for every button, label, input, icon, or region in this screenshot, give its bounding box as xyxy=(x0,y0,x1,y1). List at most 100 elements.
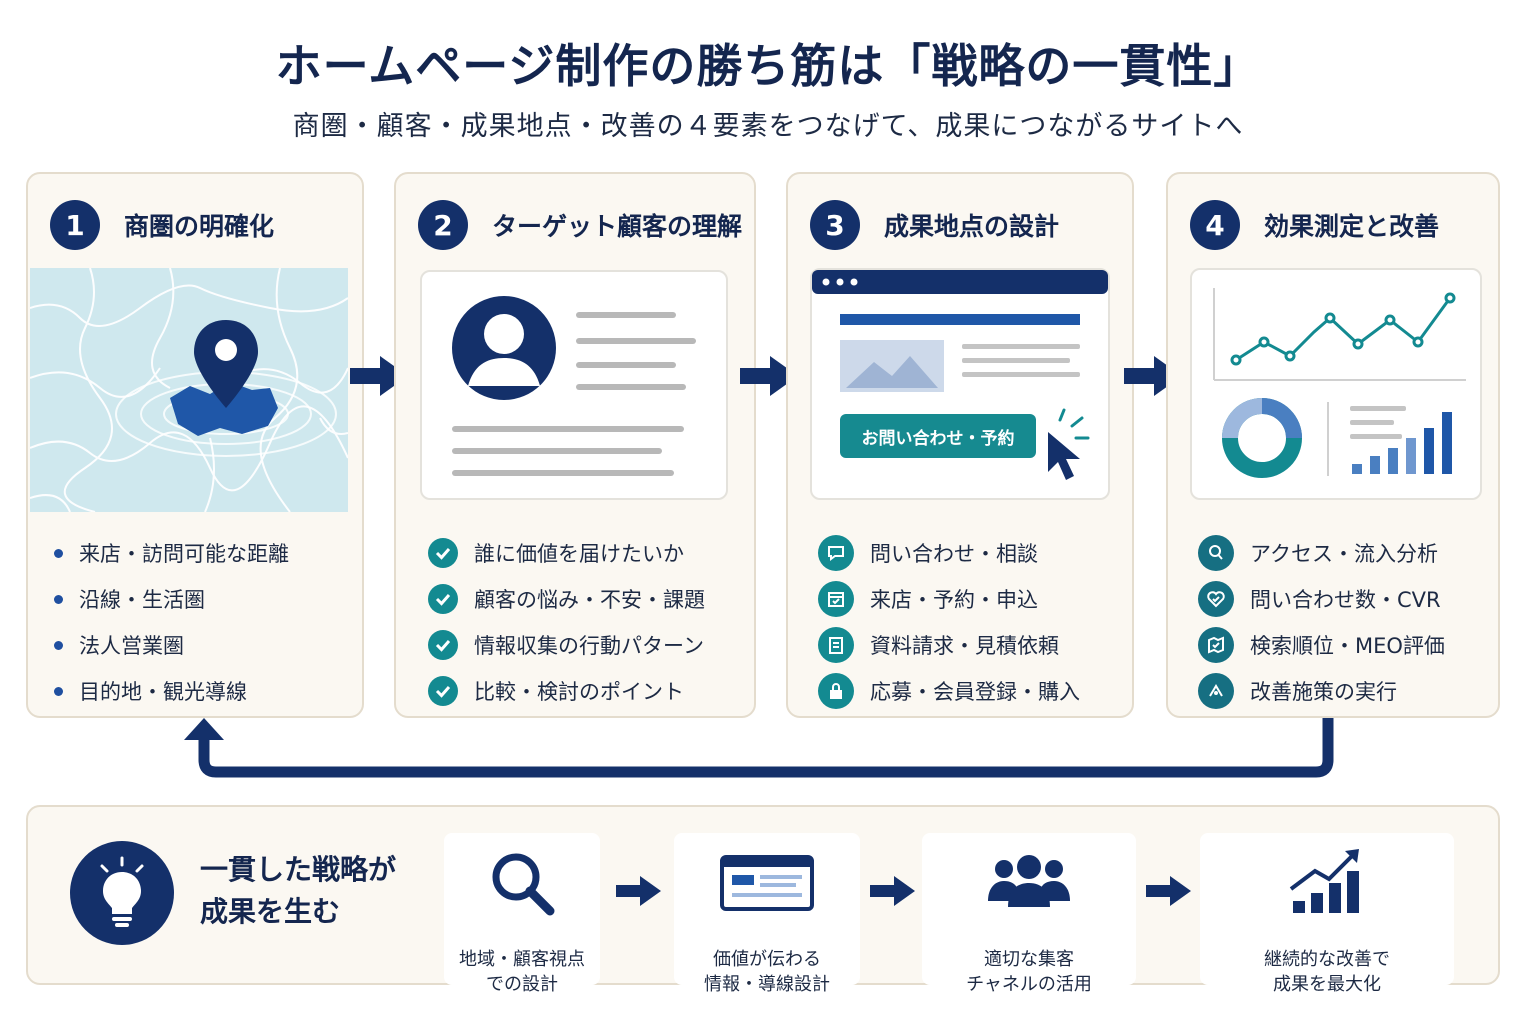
chat-icon xyxy=(818,535,854,571)
list-item: 検索順位・MEO評価 xyxy=(1198,622,1445,668)
user-search-icon xyxy=(1198,535,1234,571)
people-icon xyxy=(922,847,1136,913)
list-item-label: 沿線・生活圏 xyxy=(79,588,205,612)
cursor-click-icon xyxy=(1048,408,1090,480)
list-item-label: 検索順位・MEO評価 xyxy=(1250,634,1445,658)
card-header: 2 ターゲット顧客の理解 xyxy=(418,198,742,252)
browser-window-icon xyxy=(812,270,1108,392)
list-item-label: 比較・検討のポイント xyxy=(474,680,684,704)
step-number-badge: 1 xyxy=(50,200,100,250)
profile-panel xyxy=(420,270,728,500)
check-icon xyxy=(428,584,458,614)
list-item-label: 資料請求・見積依頼 xyxy=(870,634,1059,658)
web-layout-icon xyxy=(674,847,860,911)
check-icon xyxy=(428,630,458,660)
map-illustration xyxy=(30,268,348,512)
feedback-loop-arrow-icon xyxy=(184,718,1334,778)
map-check-icon xyxy=(1198,627,1234,663)
improve-icon xyxy=(1198,673,1234,709)
list-item-label: 改善施策の実行 xyxy=(1250,680,1397,704)
list-item-label: 誰に価値を届けたいか xyxy=(474,542,684,566)
list-item-label: 来店・訪問可能な距離 xyxy=(79,542,289,566)
list-item: 問い合わせ・相談 xyxy=(818,530,1080,576)
card-header: 3 成果地点の設計 xyxy=(810,198,1059,252)
analytics-chart-icon xyxy=(1213,288,1466,478)
list-item: 誰に価値を届けたいか xyxy=(428,530,705,576)
page-subtitle: 商圏・顧客・成果地点・改善の４要素をつなげて、成果につながるサイトへ xyxy=(292,111,1244,142)
list-item: 顧客の悩み・不安・課題 xyxy=(428,576,705,622)
profile-card-icon xyxy=(452,296,696,476)
list-item: 情報収集の行動パターン xyxy=(428,622,705,668)
card-title: 効果測定と改善 xyxy=(1264,212,1440,241)
magnifier-icon xyxy=(444,847,600,919)
card-target-customer: 2 ターゲット顧客の理解 誰に価値を届けたいか 顧客の悩み・不安・課題 情報収集… xyxy=(394,172,756,718)
feature-list: 来店・訪問可能な距離 沿線・生活圏 法人営業圏 目的地・観光導線 xyxy=(54,530,289,714)
card-title: ターゲット顧客の理解 xyxy=(492,212,743,241)
list-item: アクセス・流入分析 xyxy=(1198,530,1445,576)
bullet-icon xyxy=(54,594,63,604)
card-conversion-point: 3 成果地点の設計 お問い合わせ・予約 xyxy=(786,172,1134,718)
summary-title: 一貫した戦略が 成果を生む xyxy=(200,849,396,933)
list-item-label: 顧客の悩み・不安・課題 xyxy=(474,588,705,612)
flow-arrow-icon xyxy=(616,876,661,906)
flow-arrow-icon xyxy=(350,356,408,396)
summary-step: 価値が伝わる情報・導線設計 xyxy=(674,833,860,995)
card-title: 商圏の明確化 xyxy=(124,212,275,241)
list-item-label: 問い合わせ数・CVR xyxy=(1250,588,1441,612)
check-icon xyxy=(428,676,458,706)
list-item: 来店・訪問可能な距離 xyxy=(54,530,289,576)
summary-step-label: 地域・顧客視点での設計 xyxy=(459,949,585,995)
card-header: 1 商圏の明確化 xyxy=(50,198,274,252)
list-item: 応募・会員登録・購入 xyxy=(818,668,1080,714)
list-item: 問い合わせ数・CVR xyxy=(1198,576,1445,622)
contact-reserve-button[interactable]: お問い合わせ・予約 xyxy=(840,414,1036,458)
feature-list: 問い合わせ・相談 来店・予約・申込 資料請求・見積依頼 応募・会員登録・購入 xyxy=(818,530,1080,714)
list-item: 来店・予約・申込 xyxy=(818,576,1080,622)
growth-chart-icon xyxy=(1200,847,1454,915)
summary-title-line: 成果を生む xyxy=(200,895,341,928)
list-item: 法人営業圏 xyxy=(54,622,289,668)
list-item-label: 目的地・観光導線 xyxy=(79,680,247,704)
page-title: ホームページ制作の勝ち筋は「戦略の一貫性」 xyxy=(275,39,1261,93)
summary-title-line: 一貫した戦略が xyxy=(200,853,397,886)
lightbulb-icon xyxy=(70,841,174,945)
summary-step-label: 継続的な改善で成果を最大化 xyxy=(1264,949,1390,995)
list-item-label: 情報収集の行動パターン xyxy=(474,634,704,658)
bullet-icon xyxy=(54,548,63,558)
card-header: 4 効果測定と改善 xyxy=(1190,198,1439,252)
list-item: 目的地・観光導線 xyxy=(54,668,289,714)
step-number-badge: 3 xyxy=(810,200,860,250)
flow-arrow-icon xyxy=(1146,876,1191,906)
bullet-icon xyxy=(54,686,63,696)
map-icon xyxy=(30,268,348,512)
list-item-label: 法人営業圏 xyxy=(79,634,184,658)
card-measure-improve: 4 効果測定と改善 xyxy=(1166,172,1500,718)
step-number-badge: 2 xyxy=(418,200,468,250)
list-item: 改善施策の実行 xyxy=(1198,668,1445,714)
summary-step: 地域・顧客視点での設計 xyxy=(444,833,600,995)
flow-arrow-icon xyxy=(870,876,915,906)
calendar-icon xyxy=(818,581,854,617)
flow-arrow-icon xyxy=(740,356,798,396)
list-item: 沿線・生活圏 xyxy=(54,576,289,622)
check-icon xyxy=(428,538,458,568)
browser-mockup: お問い合わせ・予約 xyxy=(810,268,1110,500)
summary-panel: 一貫した戦略が 成果を生む 地域・顧客視点での設計 価値が伝わる情報・導線設計 … xyxy=(26,805,1500,995)
heart-check-icon xyxy=(1198,581,1234,617)
summary-step-label: 価値が伝わる情報・導線設計 xyxy=(704,949,830,995)
feature-list: アクセス・流入分析 問い合わせ数・CVR 検索順位・MEO評価 改善施策の実行 xyxy=(1198,530,1445,714)
list-item-label: アクセス・流入分析 xyxy=(1250,542,1438,566)
step-number-badge: 4 xyxy=(1190,200,1240,250)
analytics-dashboard xyxy=(1190,268,1482,500)
summary-step: 適切な集客チャネルの活用 xyxy=(922,833,1136,995)
card-market-area: 1 商圏の明確化 来店・訪問可能な距離 xyxy=(26,172,364,718)
list-item: 資料請求・見積依頼 xyxy=(818,622,1080,668)
lock-icon xyxy=(818,673,854,709)
list-item: 比較・検討のポイント xyxy=(428,668,705,714)
summary-step: 継続的な改善で成果を最大化 xyxy=(1200,833,1454,995)
list-item-label: 来店・予約・申込 xyxy=(870,588,1038,612)
feature-list: 誰に価値を届けたいか 顧客の悩み・不安・課題 情報収集の行動パターン 比較・検討… xyxy=(428,530,705,714)
card-title: 成果地点の設計 xyxy=(884,212,1060,241)
bullet-icon xyxy=(54,640,63,650)
summary-step-label: 適切な集客チャネルの活用 xyxy=(966,949,1092,995)
